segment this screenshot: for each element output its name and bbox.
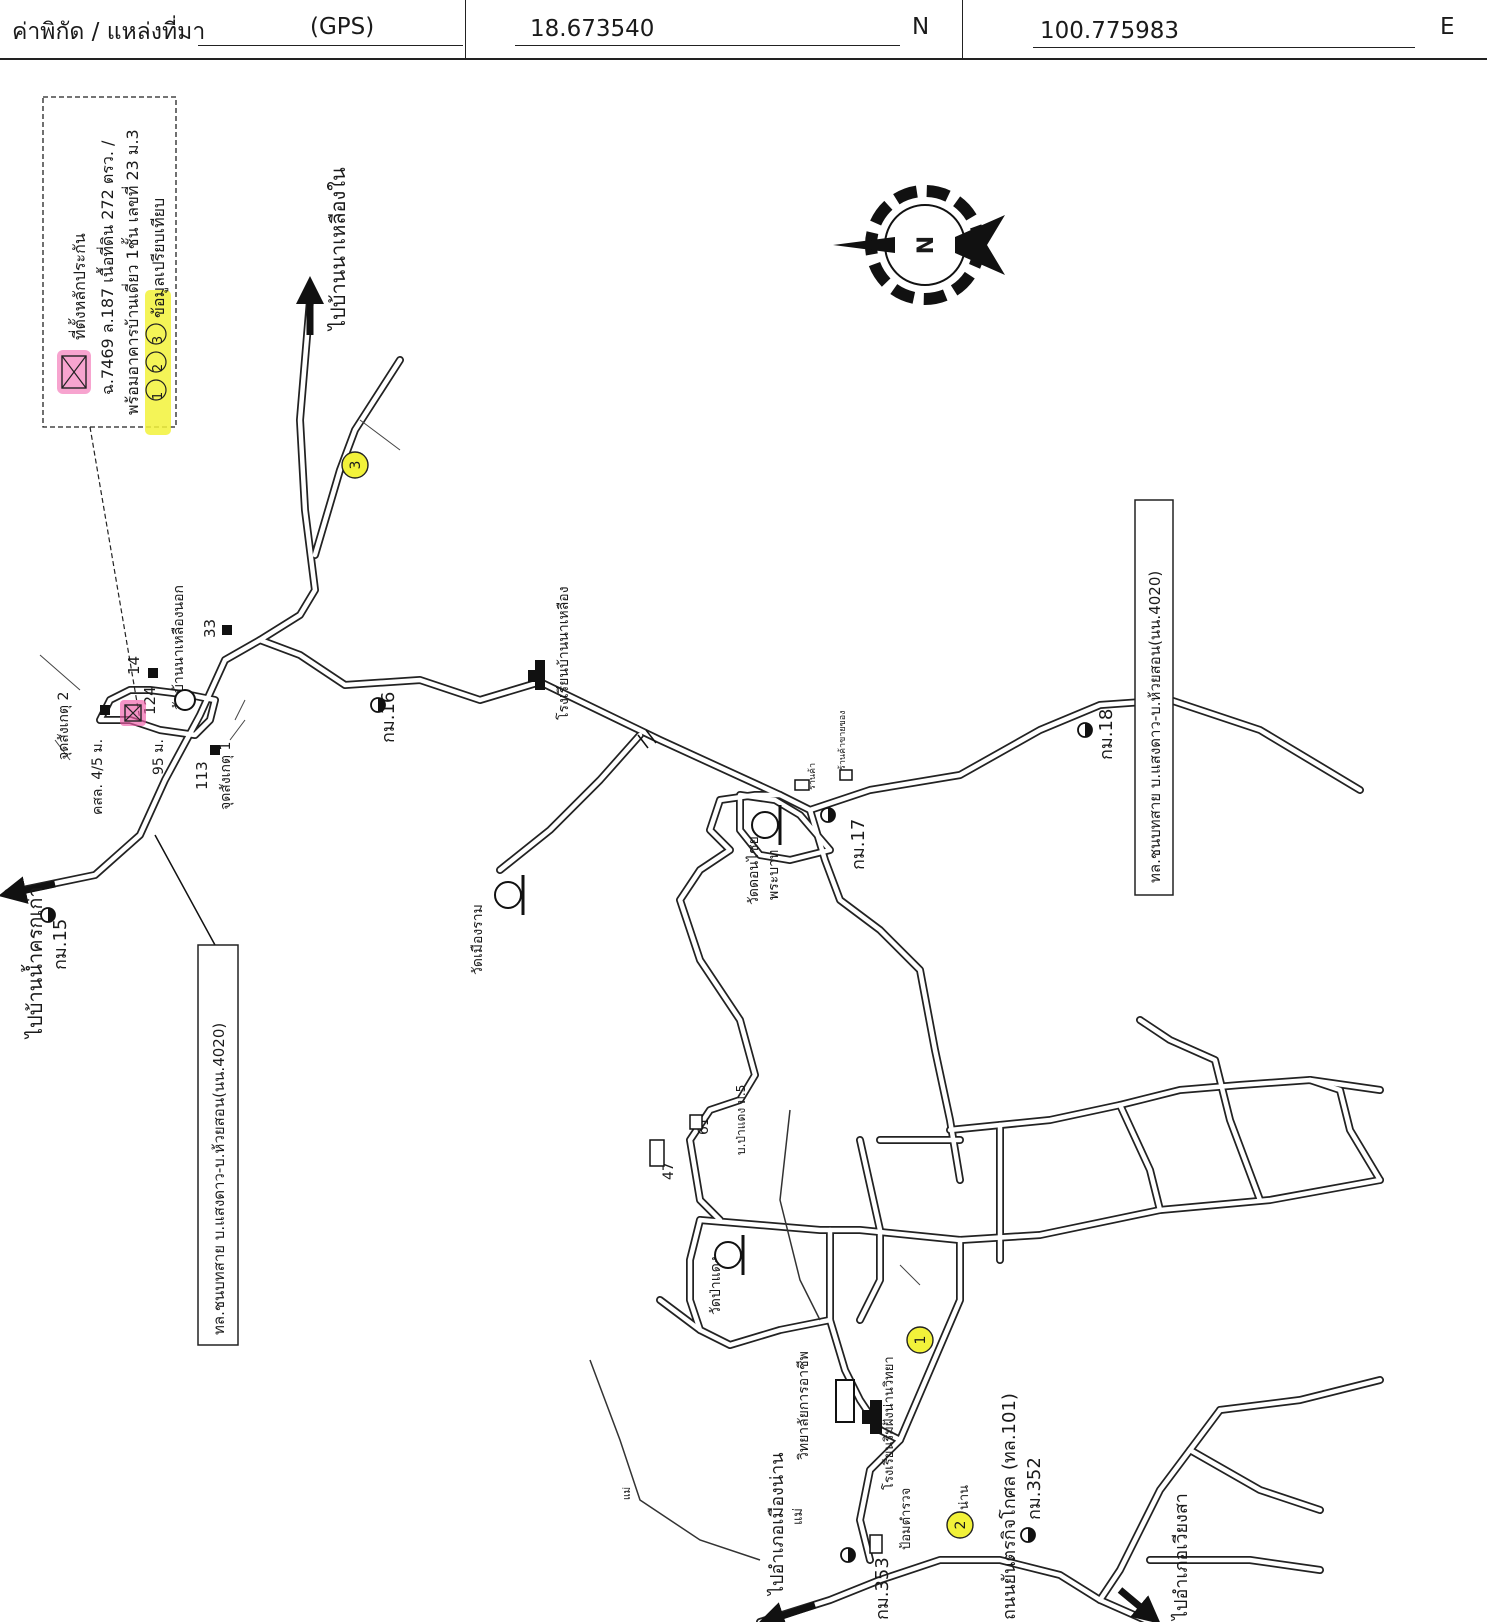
collateral-property-icon (120, 700, 146, 726)
label-moo5: บ.ป่าแดง ม.5 (734, 1085, 748, 1155)
label-km15: กม.15 (50, 919, 71, 970)
label-shop: ร้านค้า (807, 763, 818, 790)
college-icon (835, 1379, 855, 1423)
label-house113: 113 (193, 761, 211, 790)
km-marker-icon (1020, 1527, 1036, 1543)
label-dist95: 95 ม. (151, 739, 167, 775)
school-icon (870, 1400, 882, 1434)
km-marker-icon (1077, 722, 1093, 738)
building-symbols (100, 625, 883, 1554)
road-name-box-west: ทล.ชนบทสาย บ.แสงดาว-บ.ห้วยสอน(นน.4020) (197, 944, 239, 1346)
legend-deed-info: ฉ.7469 ล.187 เนื้อที่ดิน 272 ตรว. / (96, 140, 117, 395)
svg-text:2: 2 (953, 1521, 969, 1530)
legend-comparison-label: ข้อมูลเปรียบเทียบ (149, 198, 169, 318)
school-icon (535, 660, 545, 690)
coordinate-source: (GPS) (310, 14, 375, 40)
label-school-na-lueang: โรงเรียนบ้านนาเหลือง (555, 586, 572, 720)
temple-icon (494, 875, 525, 915)
label-house47: 47 (661, 1162, 677, 1180)
comparison-markers: 1 2 3 (341, 451, 974, 1539)
coordinate-header: ค่าพิกัด / แหล่งที่มา (GPS) 18.673540 N … (0, 0, 1487, 60)
longitude-value: 100.775983 (1040, 18, 1180, 44)
coordinate-label: ค่าพิกัด / แหล่งที่มา (12, 19, 206, 45)
highway-101 (756, 1556, 1154, 1622)
label-phrabat: พระบาท (766, 850, 782, 900)
label-shop2: ร้านค้าขายของ (837, 710, 848, 770)
km-marker-icon (840, 1547, 856, 1563)
comparison-marker-1: 1 (906, 1326, 934, 1354)
header-divider (962, 0, 963, 58)
road-phrabat (806, 806, 964, 1184)
label-wat-na-lueang-nok: วัดบ้านนาเหลืองนอก (171, 585, 187, 710)
label-km17: กม.17 (848, 819, 869, 870)
temple-icon (714, 1235, 745, 1275)
label-to-na-lueang-nai: ไปบ้านนาเหลืองใน (326, 167, 350, 332)
legend-num-2: 2 (151, 364, 166, 372)
label-km18: กม.18 (1096, 709, 1117, 760)
label-checkpoint1: จุดสังเกตุ 1 (218, 742, 234, 810)
svg-text:1: 1 (913, 1336, 929, 1345)
latitude-value: 18.673540 (530, 16, 655, 42)
label-house14: 14 (125, 656, 143, 675)
temple-icon (174, 689, 196, 711)
label-korlor: คสล. 4/5 ม. (90, 739, 106, 815)
latitude-underline (515, 45, 900, 46)
label-wat-don-chai: วัดดอนไชย (745, 836, 762, 905)
label-km353: กม.353 (872, 1557, 893, 1620)
leader-line (154, 729, 657, 946)
hatch-marks (39, 419, 921, 1286)
temple-symbols (174, 689, 782, 1275)
longitude-direction: E (1440, 14, 1455, 40)
label-college: วิทยาลัยการอาชีพ (796, 1351, 812, 1460)
legend-num-3: 3 (151, 336, 166, 344)
arrow-southwest-icon (756, 1601, 817, 1622)
legend-building-info: พร้อมอาคารบ้านเดี่ยว 1ชั้น เลขที่ 23 ม.3 (121, 129, 142, 415)
km-marker-icon (820, 807, 836, 823)
label-highway-101: ถนนยันตรกิจโกศล (ทล.101) (998, 1393, 1020, 1620)
label-school-rim-nan: โรงเรียนริมฝั่งน่านวิทยา (880, 1356, 897, 1490)
label-to-wiang-sa: ไปอำเภอเวียงสา (1170, 1493, 1192, 1622)
label-wat-mueang-ram: วัดเมืองราม (470, 904, 486, 975)
direction-arrows (0, 276, 1161, 1622)
header-divider (465, 0, 466, 58)
arrow-southeast-icon (1117, 1587, 1161, 1622)
label-house33: 33 (201, 619, 219, 638)
temple-icon (751, 805, 782, 845)
label-nan: น่าน (957, 1485, 972, 1510)
road-name-box-east: ทล.ชนบทสาย บ.แสงดาว-บ.ห้วยสอน(นน.4020) (1134, 499, 1174, 896)
river (589, 1109, 821, 1561)
comparison-marker-3: 3 (341, 451, 369, 479)
label-mae: แม่ (791, 1508, 806, 1525)
label-river: แม่ (622, 1487, 633, 1500)
km-marker-icon (370, 697, 386, 713)
source-underline (198, 45, 463, 46)
north-compass-icon: N (833, 185, 1005, 305)
label-police: ป้อมตำรวจ (899, 1488, 914, 1550)
svg-text:ทล.ชนบทสาย บ.แสงดาว-บ.ห้วยสอน(: ทล.ชนบทสาย บ.แสงดาว-บ.ห้วยสอน(นน.4020) (1146, 571, 1164, 883)
header-bottom-rule (0, 58, 1487, 60)
svg-text:3: 3 (348, 461, 364, 470)
legend-collateral-label: ที่ตั้งหลักประกัน (68, 233, 89, 340)
km-marker-icon (40, 907, 56, 923)
map-labels: ไปบ้านนาเหลืองใน ไปบ้านน้ำครกเก่า กม.15 … (21, 167, 1192, 1622)
svg-text:ทล.ชนบทสาย บ.แสงดาว-บ.ห้วยสอน(: ทล.ชนบทสาย บ.แสงดาว-บ.ห้วยสอน(นน.4020) (210, 1023, 228, 1335)
latitude-direction: N (912, 14, 930, 40)
road-east-spur-1 (1136, 1016, 1264, 1204)
label-wat-pa-daeng: วัดป่าแดง (708, 1256, 724, 1315)
arrow-west-icon (0, 876, 56, 904)
label-km352: กม.352 (1024, 1457, 1045, 1520)
km-markers (40, 697, 1093, 1563)
comparison-marker-2: 2 (946, 1511, 974, 1539)
legend-num-1: 1 (151, 392, 166, 400)
compass-north-label: N (914, 236, 939, 254)
legend-box: ที่ตั้งหลักประกัน ฉ.7469 ล.187 เนื้อที่ด… (42, 96, 177, 721)
label-checkpoint2: จุดสังเกตุ 2 (56, 692, 72, 760)
location-map: ที่ตั้งหลักประกัน ฉ.7469 ล.187 เนื้อที่ด… (0, 96, 1384, 1622)
road-fill (5, 297, 1383, 1622)
longitude-underline (1033, 47, 1415, 48)
label-to-mueang-nan: ไปอำเภอเมืองน่าน (766, 1452, 788, 1597)
